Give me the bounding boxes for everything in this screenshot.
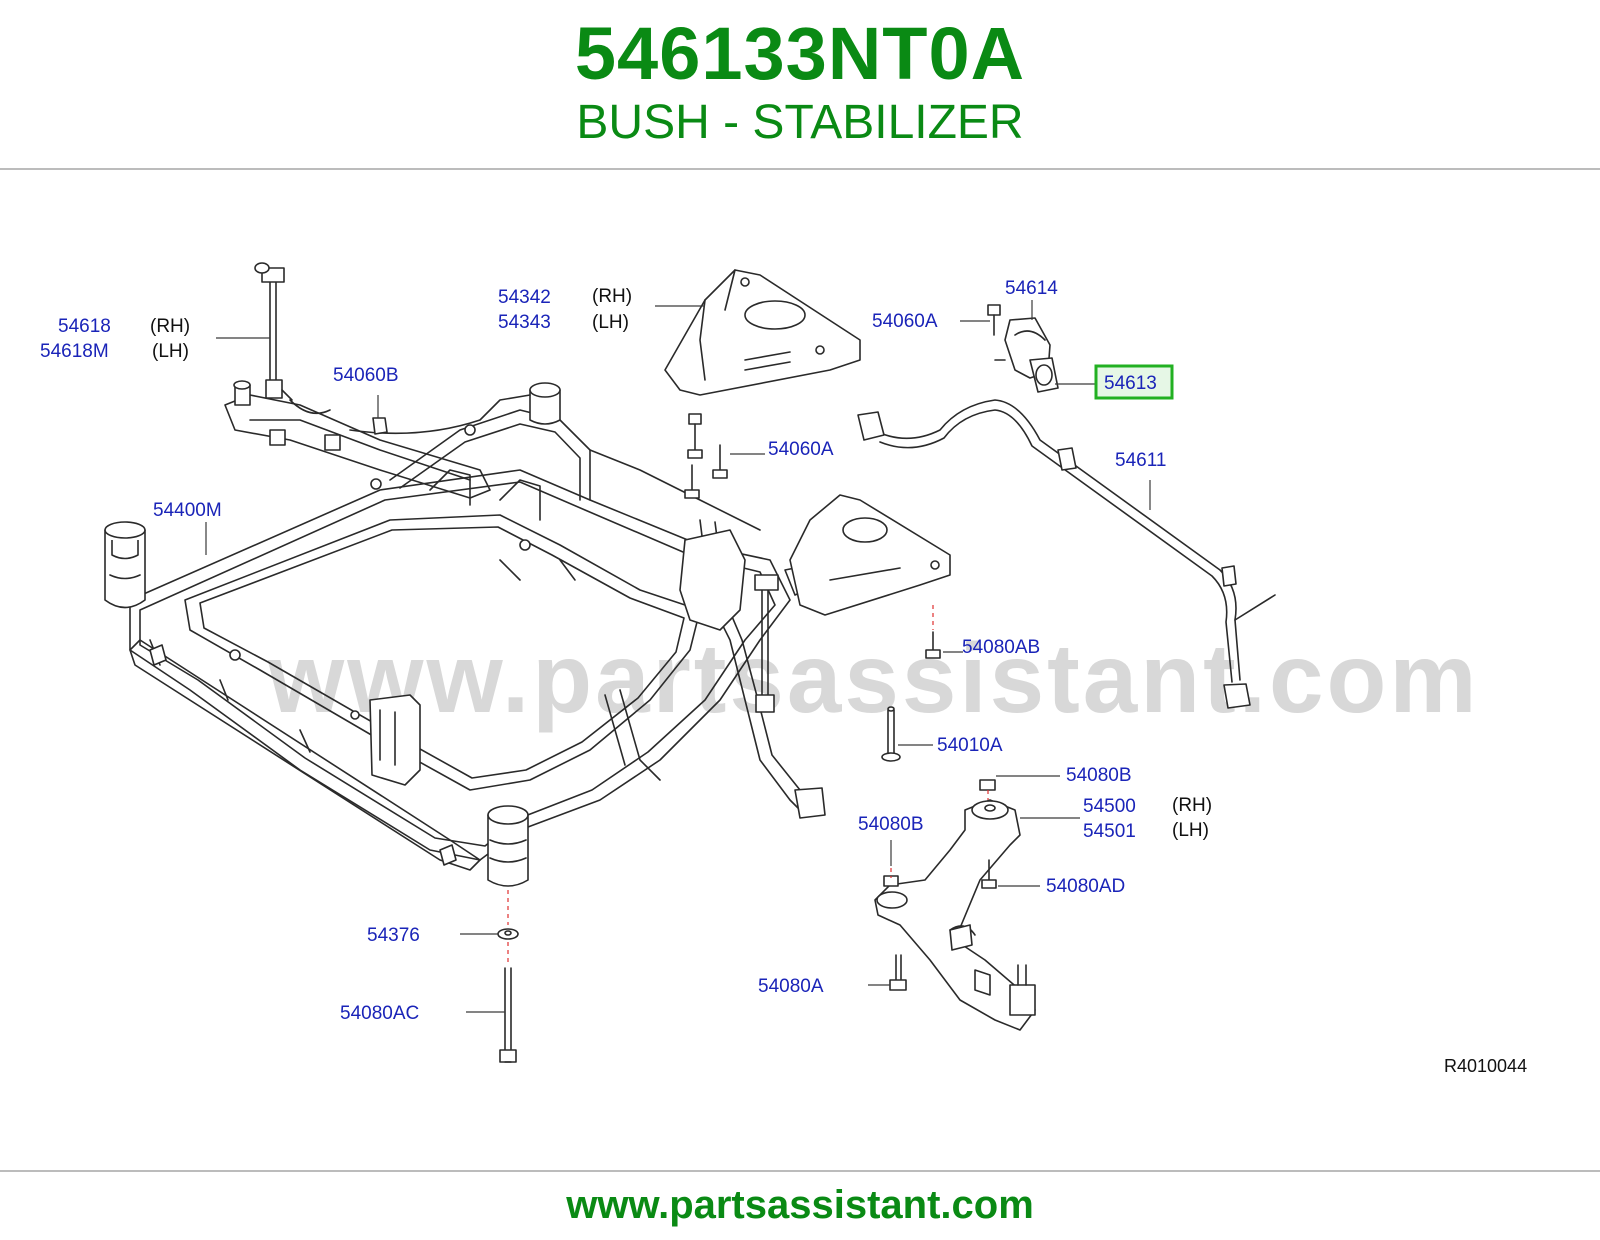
bolt-54080ab bbox=[925, 605, 941, 659]
bolt-54080ac bbox=[499, 942, 517, 1063]
lower-bracket-right bbox=[789, 494, 951, 616]
callout-54080ad[interactable]: 54080AD bbox=[1046, 876, 1125, 897]
callout-54614[interactable]: 54614 bbox=[1005, 278, 1058, 299]
bolts-54060a bbox=[684, 413, 728, 499]
callout-54060a-mid[interactable]: 54060A bbox=[768, 439, 834, 460]
lower-control-arm bbox=[794, 787, 1036, 1031]
bolt-54080a bbox=[889, 954, 907, 991]
diagram-code: R4010044 bbox=[1444, 1056, 1527, 1076]
callout-54080ac[interactable]: 54080AC bbox=[340, 1003, 419, 1024]
callout-54400m[interactable]: 54400M bbox=[153, 500, 222, 521]
stabilizer-bar bbox=[857, 399, 1276, 709]
parts-diagram: www.partsassistant.com bbox=[0, 170, 1600, 1168]
upper-bracket-top bbox=[664, 269, 861, 396]
part-description: BUSH - STABILIZER bbox=[576, 96, 1024, 149]
callout-54500[interactable]: 54500 bbox=[1083, 796, 1136, 817]
bolt-54080ad bbox=[981, 859, 997, 889]
stabilizer-bush-and-clamp bbox=[987, 304, 1059, 393]
header-divider bbox=[0, 168, 1600, 170]
callout-54080a[interactable]: 54080A bbox=[758, 976, 824, 997]
callout-54080b-left[interactable]: 54080B bbox=[858, 814, 924, 835]
side-rh-54342: (RH) bbox=[592, 286, 632, 307]
callout-54618[interactable]: 54618 bbox=[58, 316, 111, 337]
footer-url-link[interactable]: www.partsassistant.com bbox=[566, 1183, 1034, 1227]
side-rh-54618: (RH) bbox=[150, 316, 190, 337]
side-lh-54501: (LH) bbox=[1172, 820, 1209, 841]
stabilizer-link-left bbox=[254, 262, 293, 401]
callout-54611[interactable]: 54611 bbox=[1115, 450, 1166, 471]
callout-54613[interactable]: 54613 bbox=[1104, 373, 1157, 394]
side-lh-54343: (LH) bbox=[592, 312, 629, 333]
parts-diagram-svg: www.partsassistant.com bbox=[40, 262, 1527, 1076]
watermark: www.partsassistant.com bbox=[267, 623, 1480, 733]
highlight-box-54613 bbox=[1094, 364, 1174, 400]
callout-54343[interactable]: 54343 bbox=[498, 312, 551, 333]
callout-54342[interactable]: 54342 bbox=[498, 287, 551, 308]
bolt-54010a bbox=[881, 706, 901, 762]
callout-54501[interactable]: 54501 bbox=[1083, 821, 1136, 842]
side-lh-54618m: (LH) bbox=[152, 341, 189, 362]
callout-54060a-top[interactable]: 54060A bbox=[872, 311, 938, 332]
page-header: 546133NT0A BUSH - STABILIZER bbox=[0, 0, 1600, 168]
callout-54080b-right[interactable]: 54080B bbox=[1066, 765, 1132, 786]
callout-54060b[interactable]: 54060B bbox=[333, 365, 399, 386]
callout-54080ab[interactable]: 54080AB bbox=[962, 637, 1040, 658]
callout-54010a[interactable]: 54010A bbox=[937, 735, 1003, 756]
callout-54618m[interactable]: 54618M bbox=[40, 341, 109, 362]
bolts-54080b bbox=[883, 779, 996, 887]
callout-54376[interactable]: 54376 bbox=[367, 925, 420, 946]
nut-54060b bbox=[372, 417, 388, 435]
footer-divider bbox=[0, 1170, 1600, 1172]
washer-54376 bbox=[497, 890, 519, 940]
part-number-title: 546133NT0A bbox=[574, 12, 1026, 95]
side-rh-54500: (RH) bbox=[1172, 795, 1212, 816]
subframe-drawing bbox=[104, 380, 801, 887]
